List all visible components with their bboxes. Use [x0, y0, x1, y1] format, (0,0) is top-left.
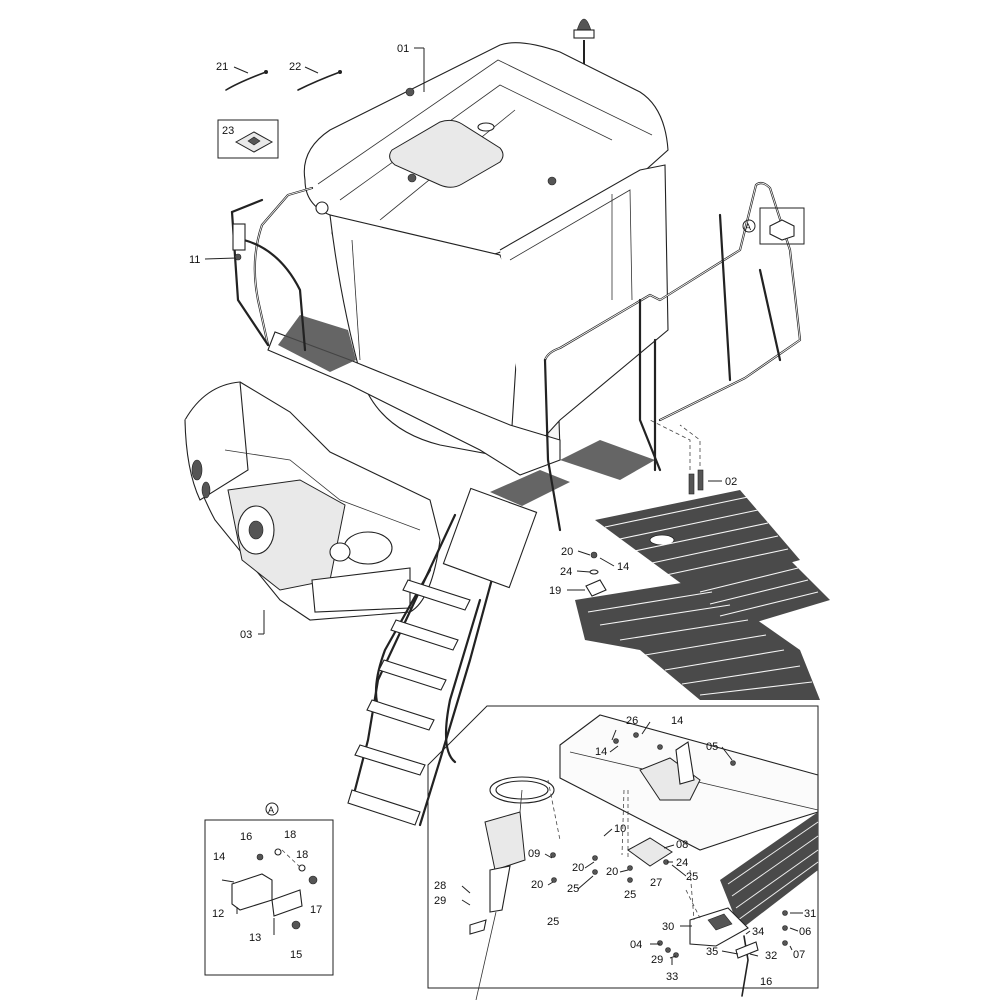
callout-21: 21 [216, 61, 228, 73]
callout-24-main: 24 [560, 566, 572, 578]
callout-14-b1: 14 [671, 715, 683, 727]
callout-04-b: 04 [630, 939, 642, 951]
callout-25-b1: 25 [567, 883, 579, 895]
callout-07-b: 07 [793, 949, 805, 961]
fastener-group-main [567, 550, 615, 597]
callout-11: 11 [189, 254, 200, 266]
callout-02: 02 [725, 476, 737, 488]
callout-20-main: 20 [561, 546, 573, 558]
callout-25-b2: 25 [547, 916, 559, 928]
callout-32-b: 32 [765, 950, 777, 962]
callout-29-b2: 29 [651, 954, 663, 966]
callout-24-b: 24 [676, 857, 688, 869]
right-handrail [543, 181, 802, 532]
callout-18-a1: 18 [284, 829, 296, 841]
detail-a-box [204, 802, 334, 976]
callout-13-a: 13 [249, 932, 261, 944]
callout-18-a2: 18 [296, 849, 308, 861]
clip-23-box [217, 119, 279, 159]
callout-34-b: 34 [752, 926, 764, 938]
callout-20-b3: 20 [606, 866, 618, 878]
front-hood-03 [184, 381, 441, 621]
callout-05-b: 05 [706, 741, 718, 753]
callout-09-b: 09 [528, 848, 540, 860]
callout-20-b2: 20 [572, 862, 584, 874]
callout-19-main: 19 [549, 585, 561, 597]
callout-14-b2: 14 [595, 746, 607, 758]
floor-mats [575, 490, 830, 700]
bracket-a-box [742, 207, 805, 245]
ladder [347, 487, 538, 827]
cable-tie-22 [297, 66, 342, 91]
pins-02 [649, 419, 722, 495]
marker-a-main: A [745, 222, 751, 232]
callout-06-b: 06 [799, 926, 811, 938]
callout-28-b: 28 [434, 880, 446, 892]
callout-16-b: 16 [760, 976, 772, 988]
callout-22: 22 [289, 61, 301, 73]
beacon-lamp-icon [573, 18, 595, 78]
callout-31-b: 31 [804, 908, 816, 920]
callout-35-b: 35 [706, 946, 718, 958]
callout-01: 01 [397, 43, 409, 55]
callout-15-a: 15 [290, 949, 302, 961]
detail-b-box [427, 705, 819, 1000]
callout-03: 03 [240, 629, 252, 641]
callout-20-b1: 20 [531, 879, 543, 891]
cable-tie-21 [225, 66, 268, 91]
cab-assembly [267, 18, 669, 506]
callout-16-a: 16 [240, 831, 252, 843]
callout-14-main: 14 [617, 561, 629, 573]
marker-a-detail: A [268, 805, 274, 815]
callout-33-b: 33 [666, 971, 678, 983]
callout-25-b4: 25 [686, 871, 698, 883]
callout-27-b: 27 [650, 877, 662, 889]
callout-29-b1: 29 [434, 895, 446, 907]
left-handrail [230, 186, 314, 352]
leader-11 [204, 257, 237, 260]
callout-17-a: 17 [310, 904, 322, 916]
callout-26-b: 26 [626, 715, 638, 727]
callout-10-b: 10 [614, 823, 626, 835]
callout-30-b: 30 [662, 921, 674, 933]
callout-08-b: 08 [676, 839, 688, 851]
callout-12-a: 12 [212, 908, 224, 920]
callout-23: 23 [222, 125, 234, 137]
callout-14-a: 14 [213, 851, 225, 863]
callout-25-b3: 25 [624, 889, 636, 901]
